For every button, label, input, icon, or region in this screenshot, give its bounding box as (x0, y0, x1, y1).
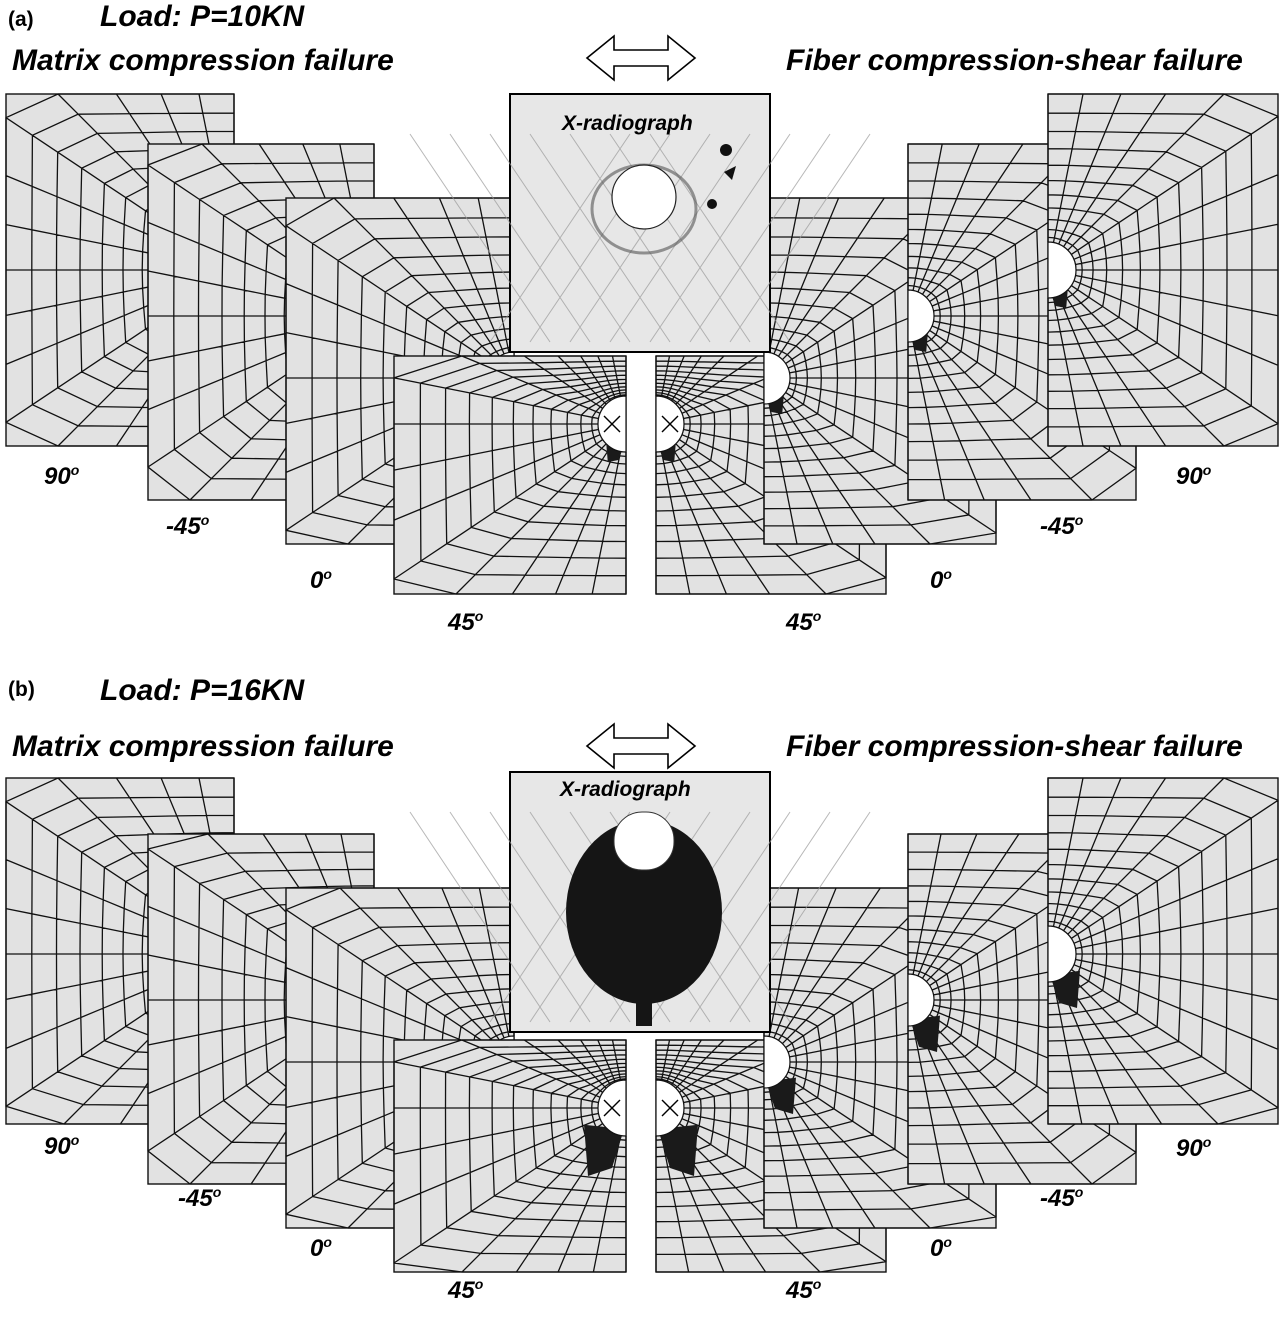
panel-b: (b) Load: P=16KN Matrix compression fail… (0, 660, 1288, 1320)
mesh-ply-45-left (393, 1039, 627, 1273)
left-failure-title: Matrix compression failure (12, 730, 394, 763)
right-failure-title: Fiber compression-shear failure (786, 730, 1243, 763)
angle-label-minus45-right: -45o (1040, 1184, 1084, 1212)
angle-label-0-left: 0o (310, 1234, 332, 1262)
angle-label-45-right: 45o (786, 608, 822, 636)
mesh-ply-90-right (1047, 777, 1279, 1125)
load-direction-arrow (585, 34, 697, 82)
right-failure-title: Fiber compression-shear failure (786, 44, 1243, 77)
angle-label-90-left: 90o (44, 462, 80, 490)
angle-label-90-left: 90o (44, 1132, 80, 1160)
panel-a: (a) Load: P=10KN Matrix compression fail… (5, 0, 1279, 636)
xray-label: X-radiograph (560, 778, 691, 801)
mesh-ply-45-left (393, 355, 627, 595)
angle-label-0-right: 0o (930, 1234, 952, 1262)
angle-label-minus45-left: -45o (166, 512, 210, 540)
angle-label-0-left: 0o (310, 566, 332, 594)
hole-center-marks (603, 415, 679, 433)
load-label: Load: P=10KN (100, 0, 305, 33)
angle-label-45-left: 45o (448, 608, 484, 636)
xradiograph-image (409, 771, 871, 1033)
xray-label: X-radiograph (562, 112, 693, 135)
angle-label-minus45-right: -45o (1040, 512, 1084, 540)
angle-label-45-left: 45o (448, 1276, 484, 1304)
angle-label-45-right: 45o (786, 1276, 822, 1304)
center-gap (628, 1040, 654, 1280)
panel-label: (b) (8, 678, 35, 701)
hole-center-marks (603, 1099, 679, 1117)
angle-label-minus45-left: -45o (178, 1184, 222, 1212)
mesh-ply-90-right (1047, 93, 1279, 447)
panel-label: (a) (8, 8, 34, 31)
left-failure-title: Matrix compression failure (12, 44, 394, 77)
figure-graphics-a (5, 34, 1279, 596)
load-direction-arrow (585, 722, 697, 770)
xradiograph-image (409, 93, 871, 353)
angle-label-90-right: 90o (1176, 462, 1212, 490)
angle-label-90-right: 90o (1176, 1134, 1212, 1162)
angle-label-0-right: 0o (930, 566, 952, 594)
figure-graphics-b (5, 722, 1279, 1280)
center-gap (628, 356, 654, 596)
load-label: Load: P=16KN (100, 674, 305, 707)
